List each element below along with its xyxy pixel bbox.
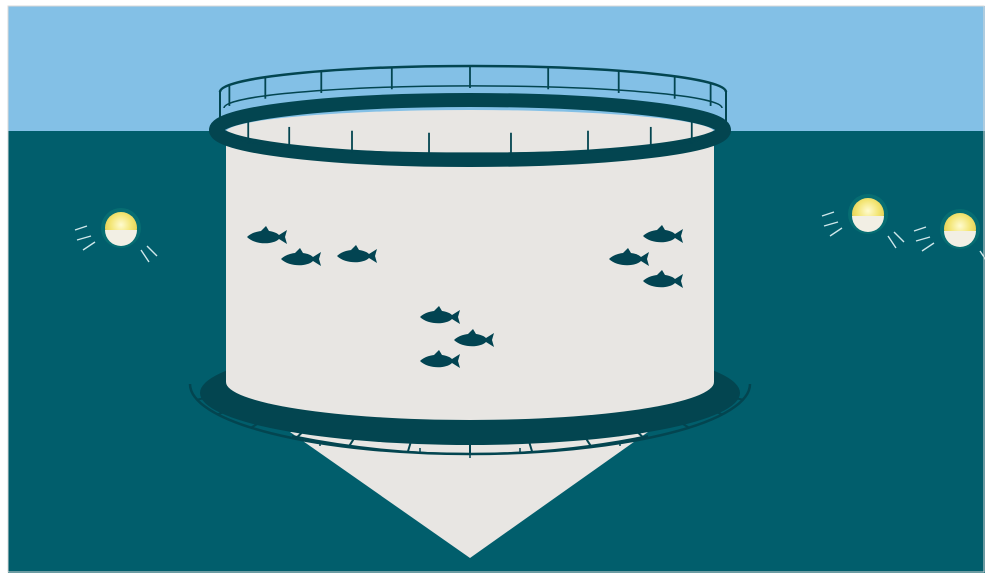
pen-wall [226,132,714,420]
